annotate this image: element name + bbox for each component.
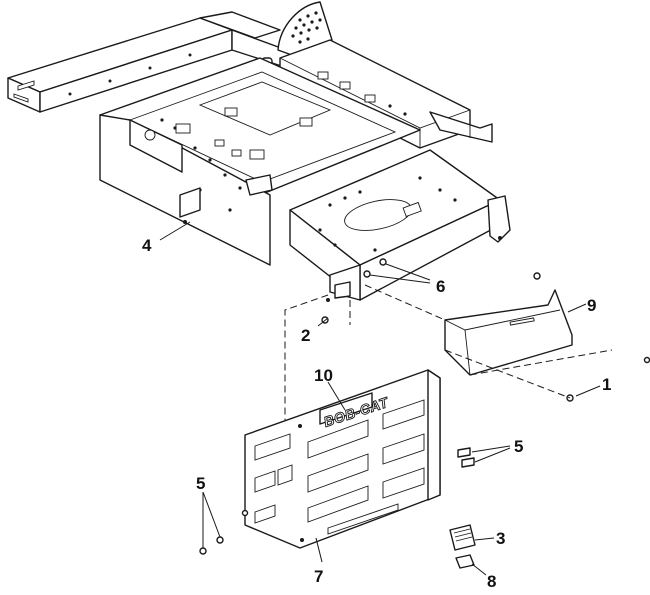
callout-8: 8	[487, 572, 496, 591]
side-shield	[444, 289, 573, 376]
callout-10: 10	[314, 366, 333, 385]
leader-lines	[159, 221, 601, 576]
callout-7: 7	[314, 567, 323, 586]
callout-6: 6	[436, 277, 445, 296]
callout-1: 1	[602, 375, 611, 394]
bottom-panel: BOB-CAT	[244, 369, 441, 549]
main-frame	[7, 1, 511, 302]
callout-4: 4	[142, 236, 152, 255]
assembly-lines	[284, 284, 613, 420]
callout-5-left: 5	[196, 474, 205, 493]
callout-3: 3	[496, 529, 505, 548]
callout-labels: 1 2 3 4 5 5 6 7 8 9 10	[142, 236, 611, 591]
callout-5-right: 5	[514, 437, 523, 456]
callout-2: 2	[301, 326, 310, 345]
callout-9: 9	[587, 296, 596, 315]
hardware	[199, 272, 650, 569]
